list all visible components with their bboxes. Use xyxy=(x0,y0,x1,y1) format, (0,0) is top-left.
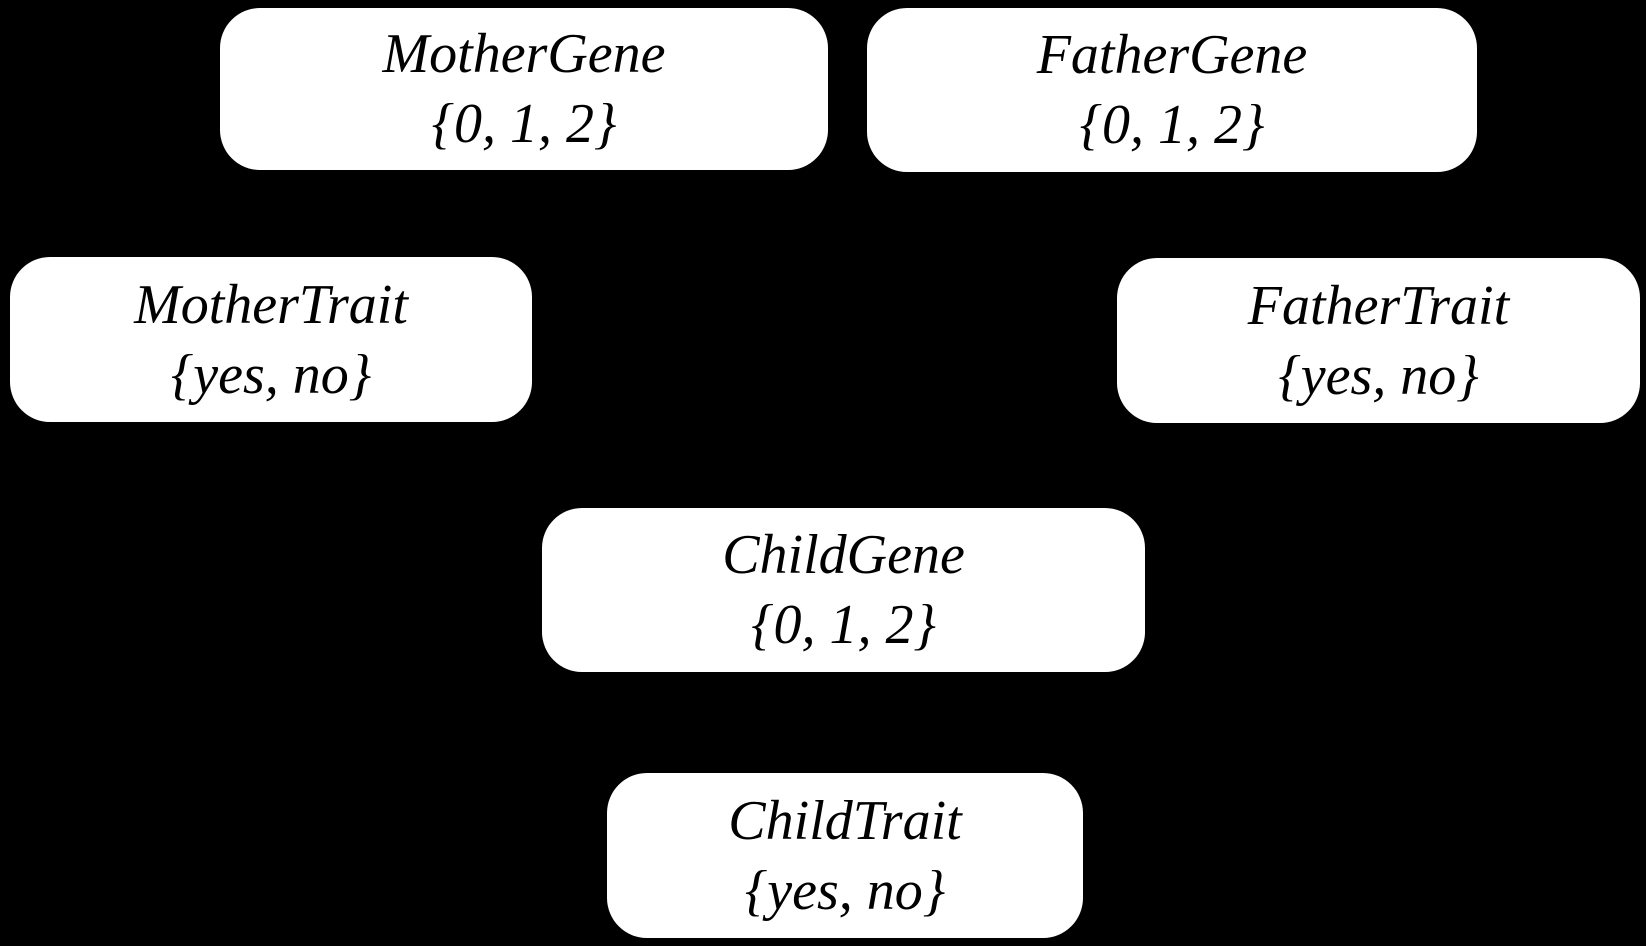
node-child-gene[interactable]: ChildGene {0, 1, 2} xyxy=(542,508,1145,672)
node-father-gene-title: FatherGene xyxy=(1036,24,1308,86)
node-child-trait-title: ChildTrait xyxy=(728,789,962,852)
node-child-gene-title: ChildGene xyxy=(722,524,965,586)
node-mother-trait-title: MotherTrait xyxy=(134,273,408,336)
node-father-trait[interactable]: FatherTrait {yes, no} xyxy=(1117,258,1640,423)
node-child-trait[interactable]: ChildTrait {yes, no} xyxy=(607,773,1083,938)
node-father-trait-domain: {yes, no} xyxy=(1278,344,1479,407)
node-child-trait-domain: {yes, no} xyxy=(744,859,946,922)
node-mother-trait-domain: {yes, no} xyxy=(170,343,372,406)
node-mother-gene-title: MotherGene xyxy=(382,23,666,85)
node-father-gene[interactable]: FatherGene {0, 1, 2} xyxy=(867,8,1477,172)
node-mother-gene[interactable]: MotherGene {0, 1, 2} xyxy=(220,8,828,170)
node-father-trait-title: FatherTrait xyxy=(1247,274,1510,337)
node-father-gene-domain: {0, 1, 2} xyxy=(1079,94,1265,156)
node-mother-trait[interactable]: MotherTrait {yes, no} xyxy=(10,257,532,422)
node-child-gene-domain: {0, 1, 2} xyxy=(751,594,936,656)
node-mother-gene-domain: {0, 1, 2} xyxy=(431,93,617,155)
